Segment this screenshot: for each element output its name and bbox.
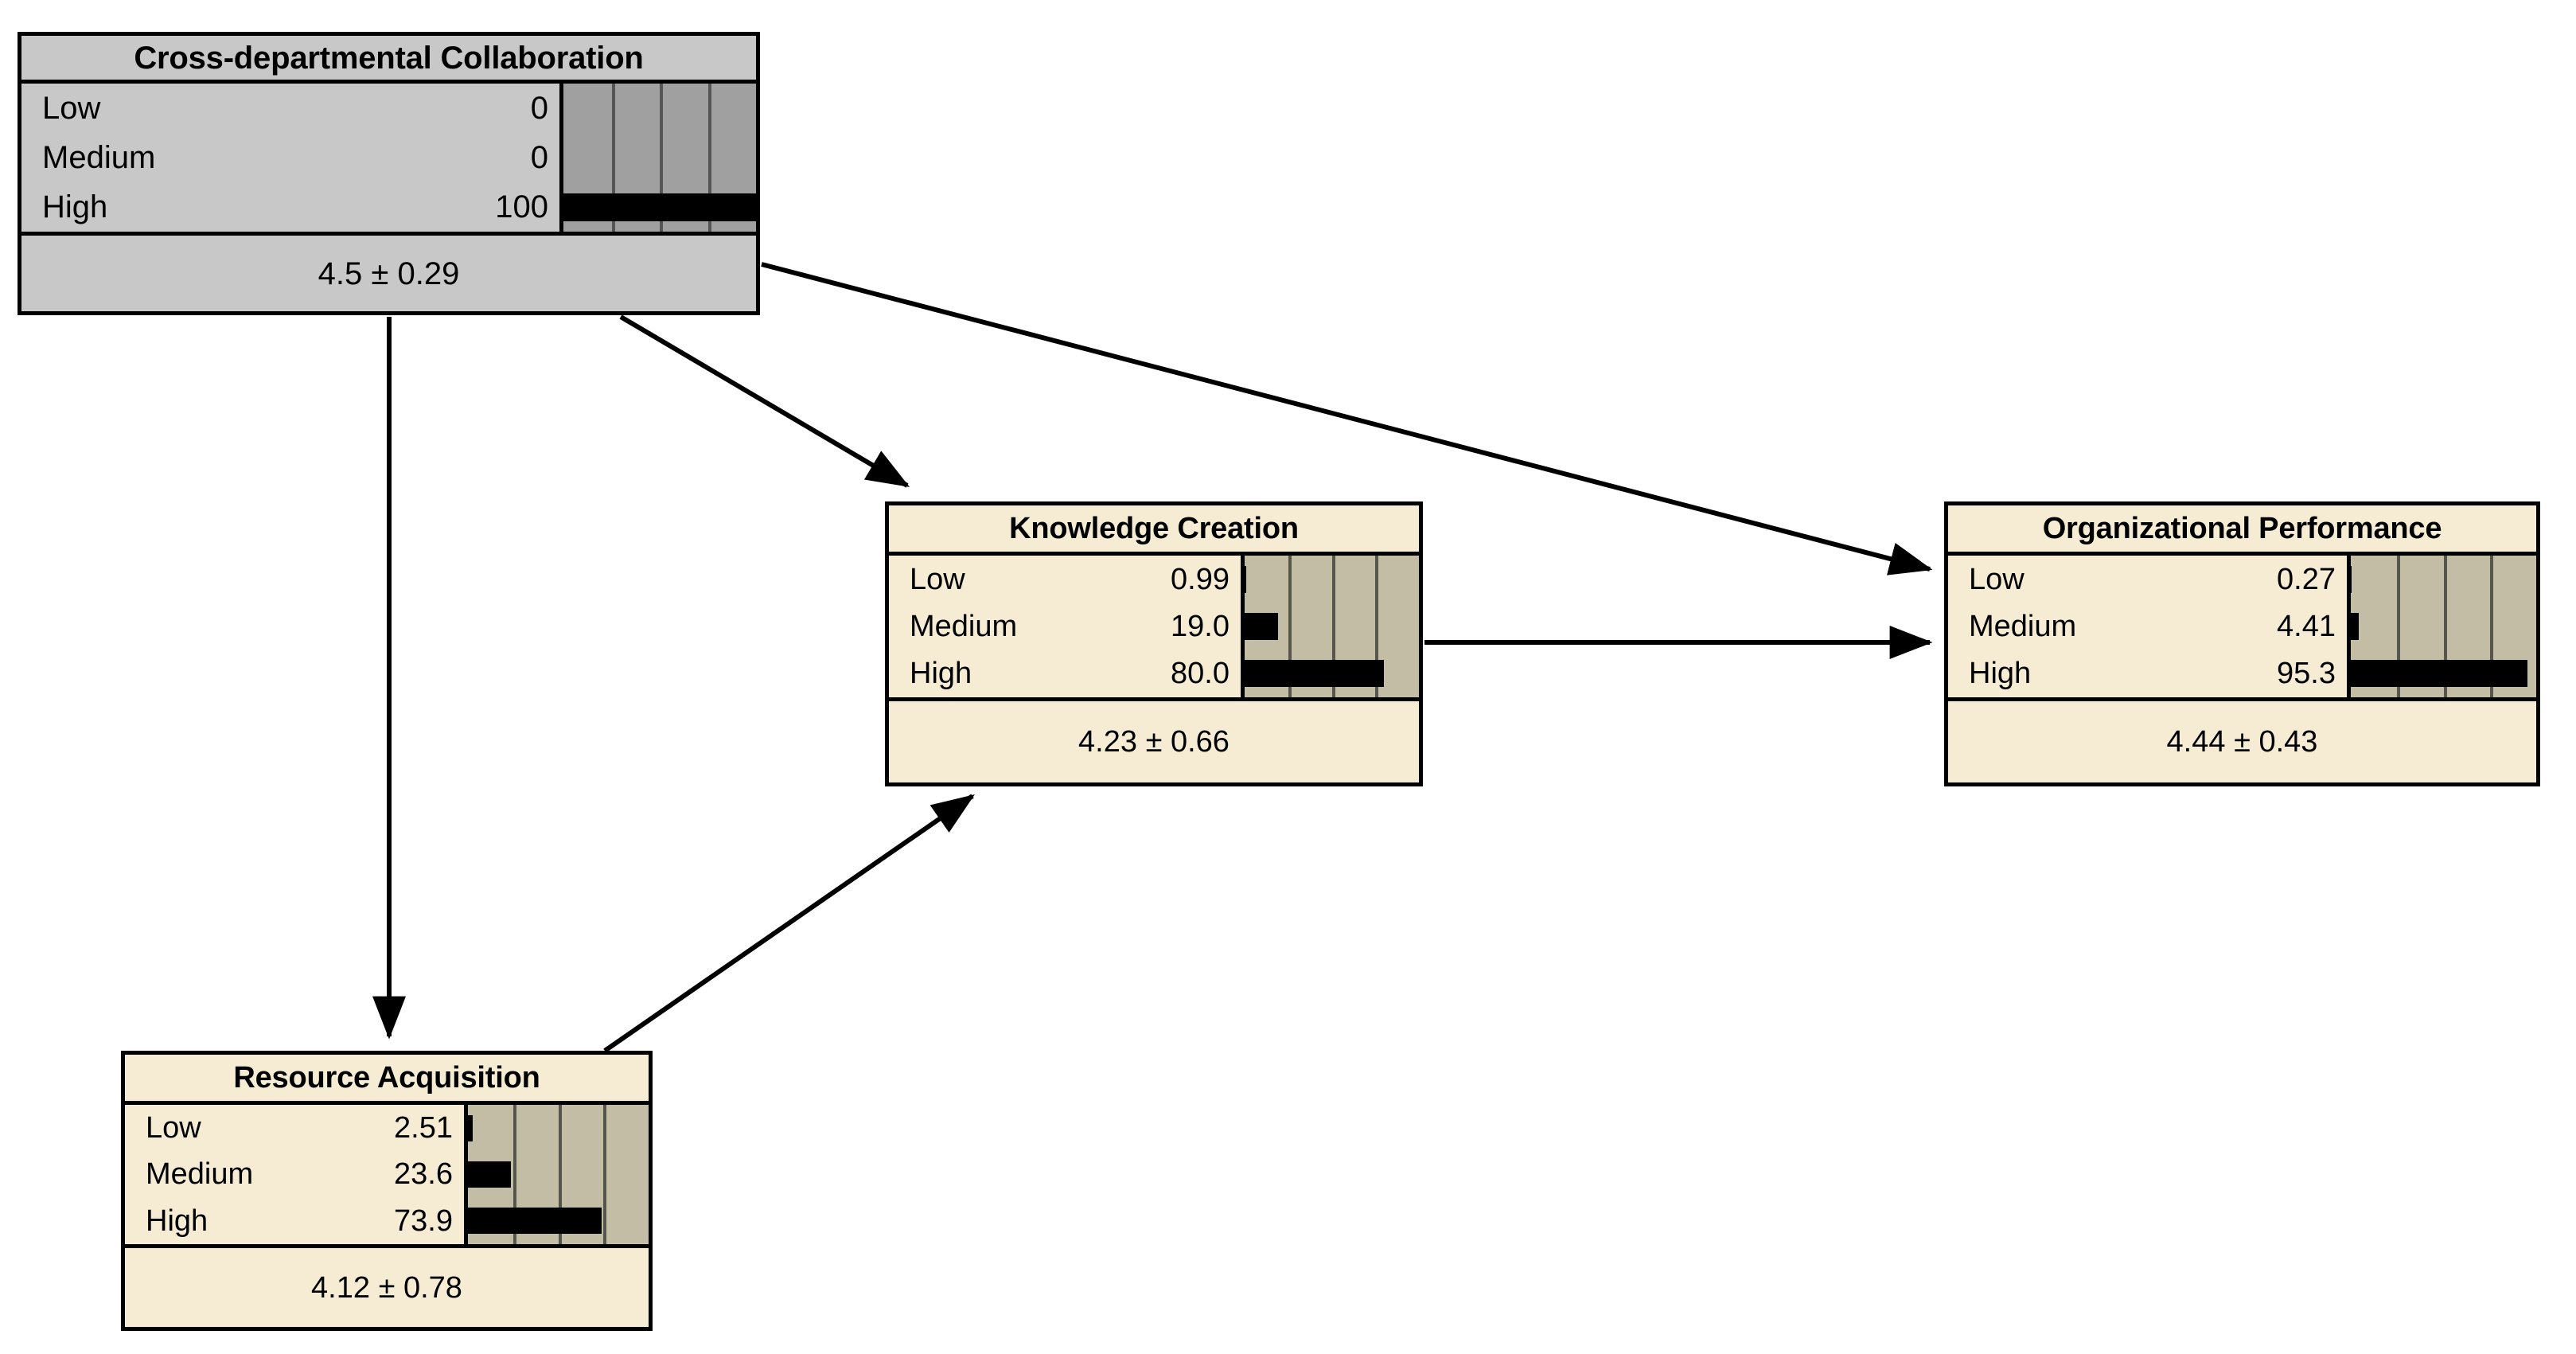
bar-track bbox=[2351, 603, 2536, 650]
state-probability: 23.6 bbox=[394, 1157, 453, 1192]
bar-fill bbox=[468, 1208, 602, 1235]
state-list: Low 0 Medium 0 High 100 bbox=[21, 84, 559, 232]
bar-fill bbox=[563, 193, 756, 221]
state-row: Medium 23.6 bbox=[146, 1151, 464, 1197]
state-label: High bbox=[1969, 657, 2032, 691]
state-probability: 0 bbox=[530, 140, 548, 175]
bar-fill bbox=[2351, 612, 2359, 640]
node-mean-value: 4.44 ± 0.43 bbox=[2166, 725, 2318, 759]
state-label: Low bbox=[146, 1111, 201, 1145]
bar-track bbox=[468, 1198, 649, 1244]
bar-fill bbox=[1245, 565, 1246, 593]
bar-track bbox=[468, 1151, 649, 1197]
state-probability: 0.27 bbox=[2277, 562, 2336, 596]
edge-cdc-to-kc bbox=[619, 314, 910, 488]
node-mean-value: 4.5 ± 0.29 bbox=[318, 256, 460, 291]
bar-track bbox=[2351, 556, 2536, 603]
state-row: Low 0.99 bbox=[910, 556, 1241, 603]
node-mean-value: 4.12 ± 0.78 bbox=[311, 1270, 462, 1305]
state-row: Low 0.27 bbox=[1969, 556, 2347, 603]
state-label: Low bbox=[910, 562, 965, 596]
state-row: High 73.9 bbox=[146, 1198, 464, 1244]
state-probability: 0.99 bbox=[1171, 562, 1230, 596]
node-title: Knowledge Creation bbox=[889, 505, 1419, 556]
bar-fill bbox=[1245, 612, 1278, 640]
state-row: Medium 0 bbox=[42, 133, 559, 182]
state-row: High 80.0 bbox=[910, 650, 1241, 697]
node-title: Resource Acquisition bbox=[125, 1055, 649, 1105]
probability-bar-panel bbox=[2347, 556, 2536, 697]
node-knowledge-creation[interactable]: Knowledge Creation Low 0.99 Medium 19.0 … bbox=[885, 501, 1423, 786]
state-label: Low bbox=[1969, 562, 2025, 596]
edge-ra-to-kc bbox=[603, 794, 975, 1053]
node-organizational-performance[interactable]: Organizational Performance Low 0.27 Medi… bbox=[1944, 501, 2540, 786]
state-label: Medium bbox=[1969, 609, 2077, 643]
probability-bar-panel bbox=[1241, 556, 1419, 697]
bar-track bbox=[563, 133, 756, 182]
probability-bar-panel bbox=[464, 1105, 649, 1244]
state-label: High bbox=[42, 189, 108, 224]
node-distribution-body: Low 0.27 Medium 4.41 High 95.3 bbox=[1948, 556, 2536, 701]
bar-track bbox=[2351, 650, 2536, 697]
state-probability: 100 bbox=[495, 189, 548, 224]
bar-track bbox=[563, 84, 756, 133]
state-probability: 80.0 bbox=[1171, 657, 1230, 691]
state-probability: 0 bbox=[530, 91, 548, 126]
bar-fill bbox=[1245, 660, 1384, 688]
state-label: High bbox=[146, 1204, 208, 1238]
bar-fill bbox=[468, 1114, 473, 1141]
state-list: Low 0.27 Medium 4.41 High 95.3 bbox=[1948, 556, 2347, 697]
state-probability: 73.9 bbox=[394, 1204, 453, 1238]
state-probability: 95.3 bbox=[2277, 657, 2336, 691]
state-row: Medium 19.0 bbox=[910, 603, 1241, 650]
state-label: Low bbox=[42, 91, 101, 126]
state-list: Low 2.51 Medium 23.6 High 73.9 bbox=[125, 1105, 464, 1244]
state-row: Low 2.51 bbox=[146, 1105, 464, 1151]
bar-track bbox=[1245, 603, 1419, 650]
bar-fill bbox=[2351, 565, 2352, 593]
state-label: High bbox=[910, 657, 972, 691]
state-list: Low 0.99 Medium 19.0 High 80.0 bbox=[889, 556, 1241, 697]
node-title: Cross-departmental Collaboration bbox=[21, 36, 756, 84]
bar-track bbox=[468, 1105, 649, 1151]
state-row: Medium 4.41 bbox=[1969, 603, 2347, 650]
bar-track bbox=[563, 182, 756, 232]
node-distribution-body: Low 0.99 Medium 19.0 High 80.0 bbox=[889, 556, 1419, 701]
node-resource-acquisition[interactable]: Resource Acquisition Low 2.51 Medium 23.… bbox=[121, 1051, 653, 1331]
node-distribution-body: Low 0 Medium 0 High 100 bbox=[21, 84, 756, 236]
state-probability: 4.41 bbox=[2277, 609, 2336, 643]
state-probability: 2.51 bbox=[394, 1111, 453, 1145]
node-mean-value: 4.23 ± 0.66 bbox=[1078, 725, 1230, 759]
state-label: Medium bbox=[146, 1157, 254, 1192]
node-cross-departmental-collaboration[interactable]: Cross-departmental Collaboration Low 0 M… bbox=[18, 32, 760, 315]
bar-track bbox=[1245, 556, 1419, 603]
state-label: Medium bbox=[42, 140, 156, 175]
node-title: Organizational Performance bbox=[1948, 505, 2536, 556]
state-label: Medium bbox=[910, 609, 1018, 643]
bar-fill bbox=[2351, 660, 2527, 688]
node-distribution-body: Low 2.51 Medium 23.6 High 73.9 bbox=[125, 1105, 649, 1248]
state-row: High 95.3 bbox=[1969, 650, 2347, 697]
bar-track bbox=[1245, 650, 1419, 697]
state-row: High 100 bbox=[42, 182, 559, 232]
state-row: Low 0 bbox=[42, 84, 559, 133]
probability-bar-panel bbox=[559, 84, 756, 232]
state-probability: 19.0 bbox=[1171, 609, 1230, 643]
bar-fill bbox=[468, 1161, 511, 1188]
